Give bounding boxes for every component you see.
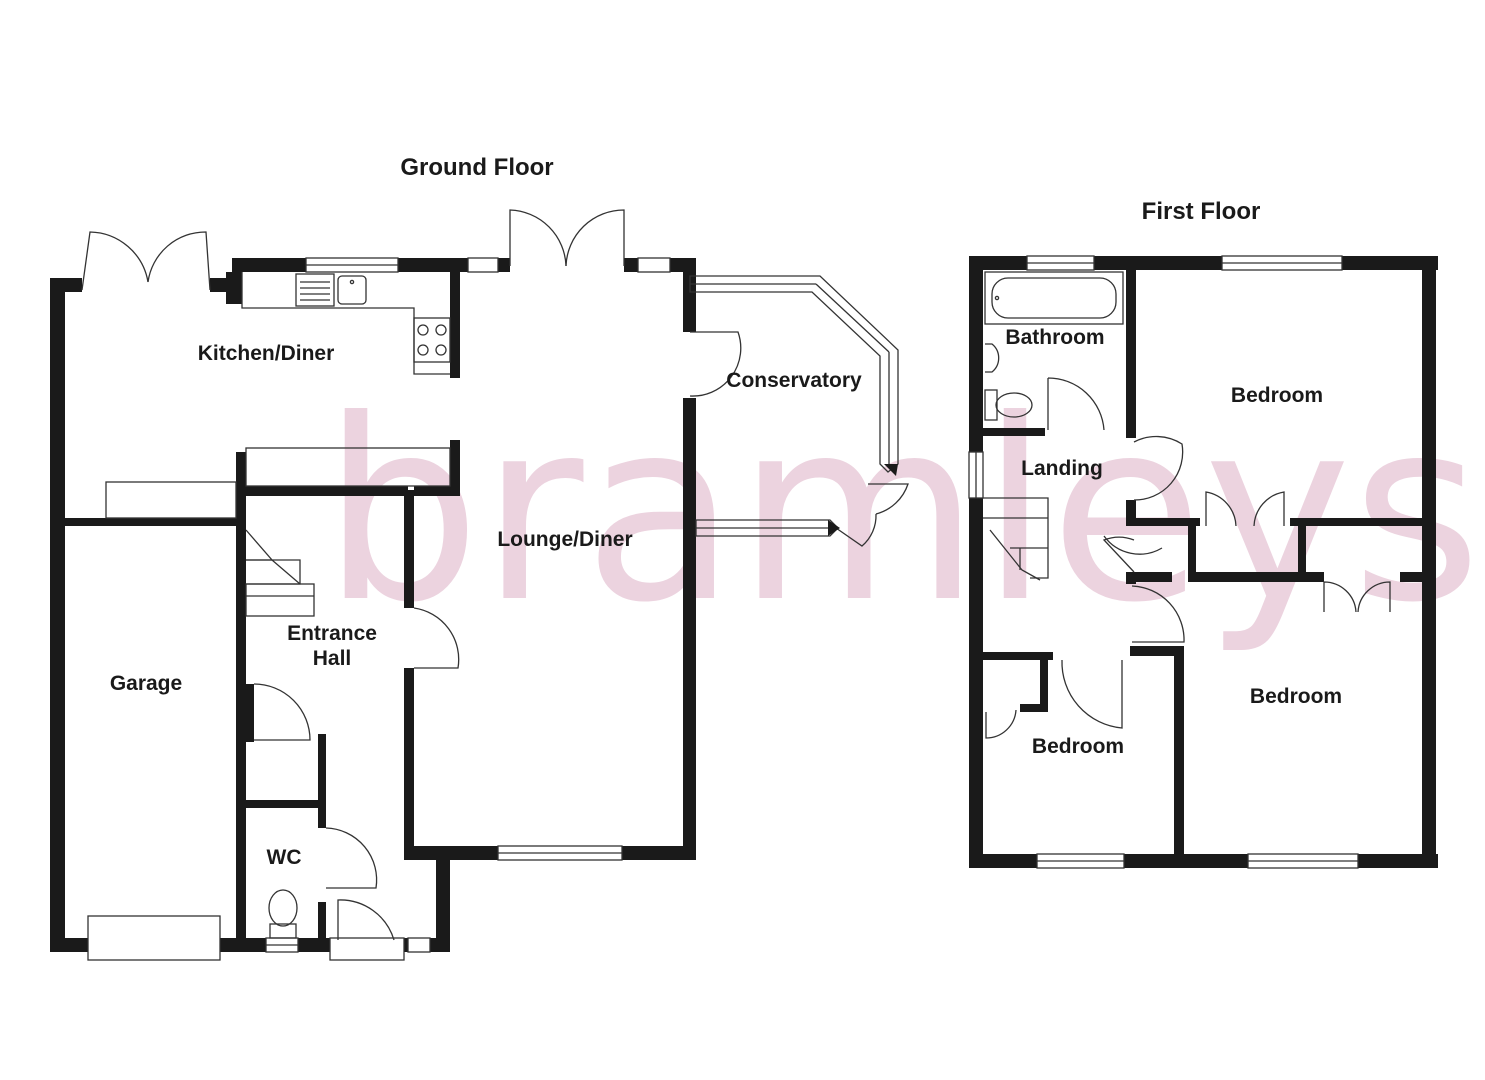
room-label-bedroom-2: Bedroom [1250,685,1342,708]
room-label-wc: WC [267,846,302,869]
ground-floor-wall-caps [828,464,898,536]
room-label-bathroom: Bathroom [1005,326,1104,349]
watermark: bramleys [322,366,1482,657]
first-floor-title: First Floor [1142,198,1261,225]
room-label-entrance-hall-line2: Hall [313,647,352,670]
first-floor-fixtures [968,255,1391,869]
room-label-bedroom-3: Bedroom [1032,735,1124,758]
room-label-entrance-hall-line1: Entrance [287,622,377,645]
ground-floor-walls [50,258,696,952]
room-label-bedroom-1: Bedroom [1231,384,1323,407]
room-label-landing: Landing [1021,457,1103,480]
first-floor-walls [969,256,1438,868]
room-label-kitchen-diner: Kitchen/Diner [198,342,335,365]
ground-floor-title: Ground Floor [400,154,553,181]
room-label-conservatory: Conservatory [726,369,862,392]
room-label-lounge-diner: Lounge/Diner [497,528,632,551]
room-label-garage: Garage [110,672,182,695]
